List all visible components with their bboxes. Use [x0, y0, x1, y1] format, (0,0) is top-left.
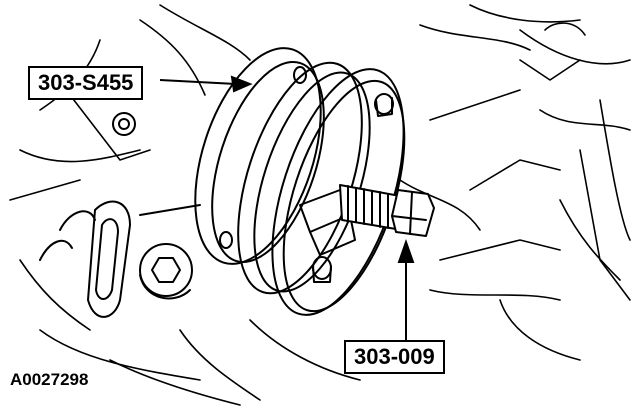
puller-stud-left: [219, 231, 233, 249]
engine-background-lines: [9, 4, 631, 406]
leader-arrow-bolt: [397, 238, 415, 340]
callout-bolt-tool: 303-009: [344, 340, 445, 374]
leader-arrow-puller: [159, 75, 253, 93]
figure-id: A0027298: [10, 370, 89, 389]
bracket-outline: [39, 200, 201, 318]
pulley-outer-rim: [194, 47, 325, 265]
hex-socket-bolt: [139, 243, 193, 300]
puller-stud-top: [293, 66, 307, 84]
forcing-screw: [339, 184, 435, 237]
ring-fitting: [112, 112, 136, 136]
puller-stud-upper-right: [374, 93, 394, 117]
puller-stud-lower: [312, 256, 332, 283]
callout-puller-tool: 303-S455: [28, 66, 144, 100]
